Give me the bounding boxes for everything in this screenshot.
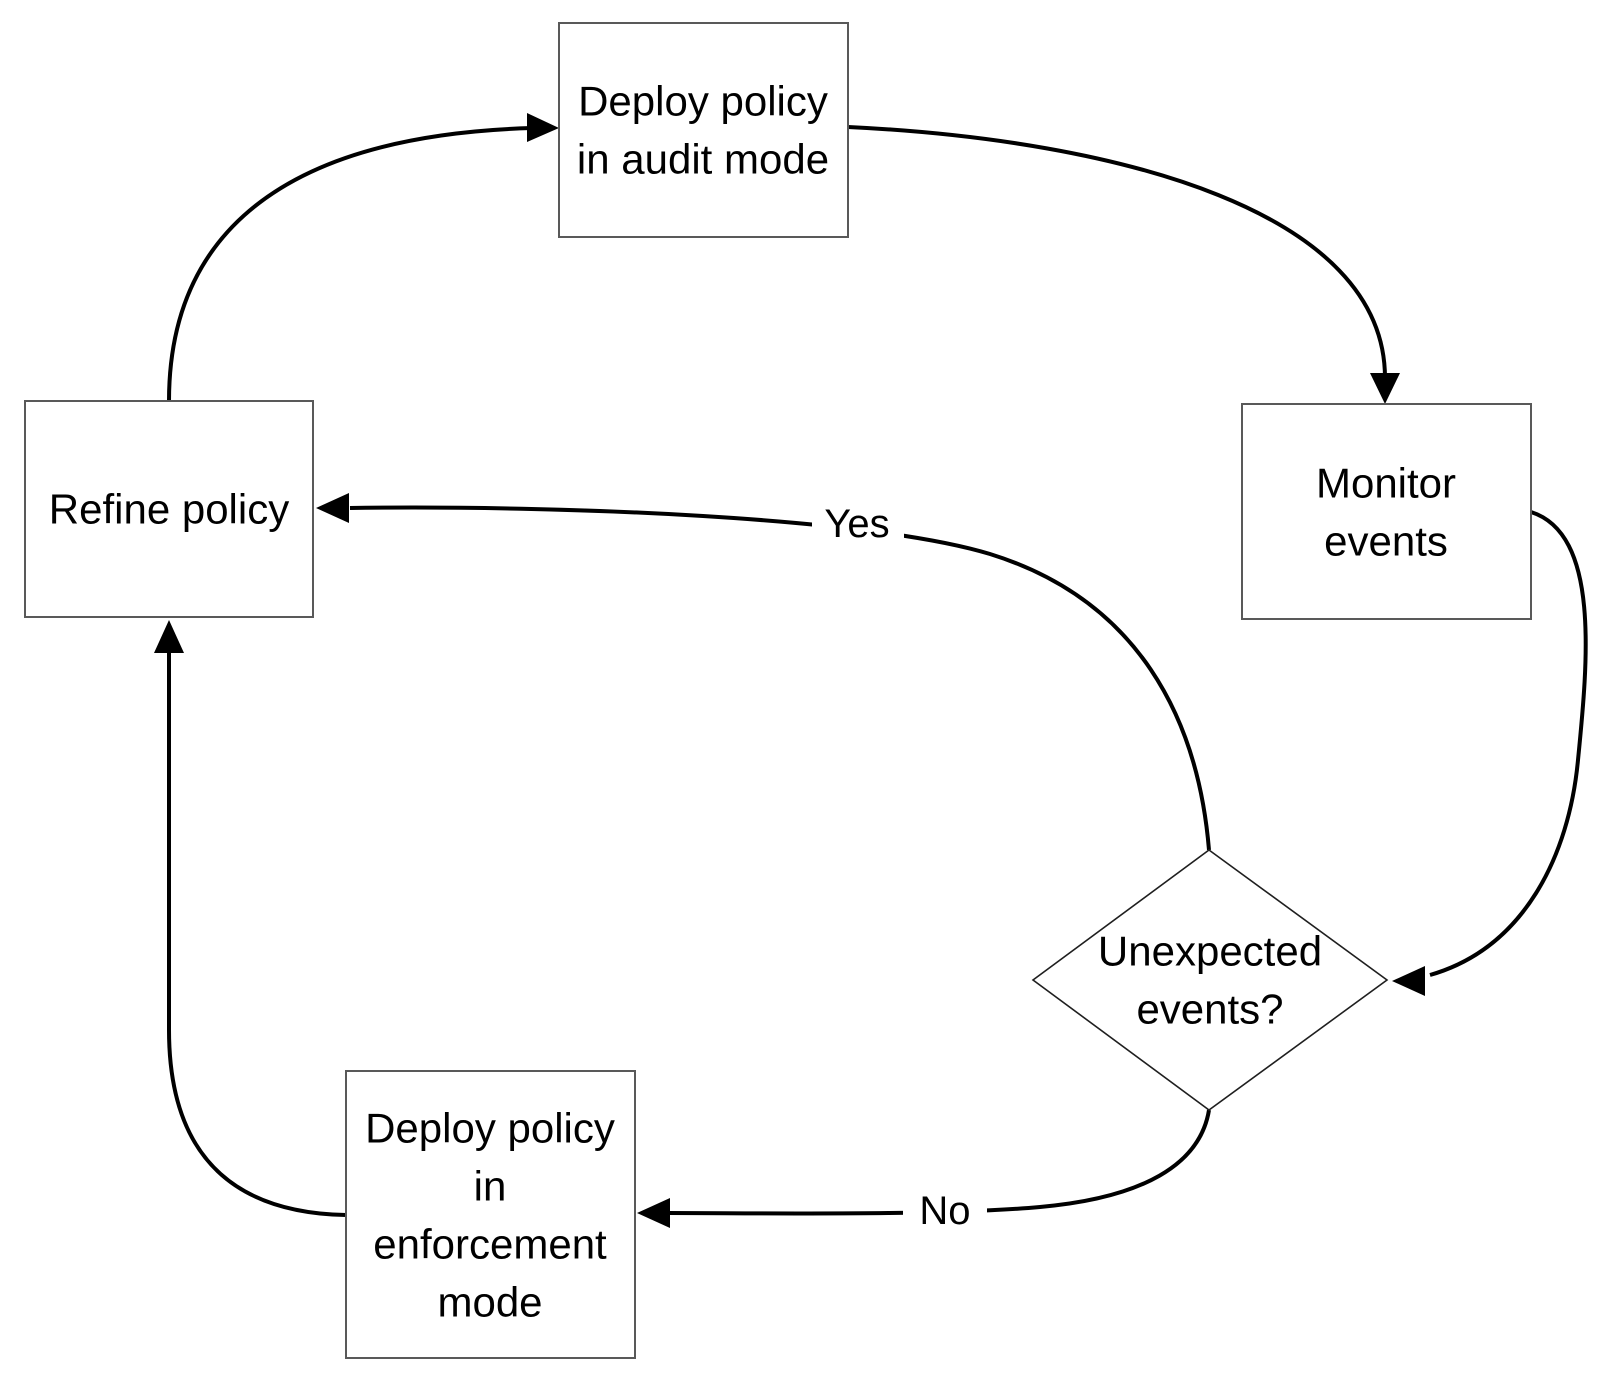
unexpected-events-label-line2: events? — [1136, 986, 1283, 1033]
arrowhead-into-enforce-box — [637, 1198, 670, 1228]
deploy-enforce-box — [345, 1070, 636, 1359]
yes-label: Yes — [824, 502, 889, 546]
monitor-events-label-line1: Monitor — [1316, 460, 1456, 507]
edge-enforce-to-refine — [167, 652, 347, 1217]
edge-audit-to-monitor — [847, 125, 1387, 379]
monitor-events-box — [1241, 403, 1532, 620]
node-deploy-audit: Deploy policy in audit mode — [558, 22, 849, 238]
deploy-enforce-label-line4: mode — [437, 1279, 542, 1326]
no-label: No — [919, 1189, 970, 1233]
deploy-enforce-label-line3: enforcement — [373, 1221, 607, 1268]
unexpected-events-label-line1: Unexpected — [1098, 928, 1322, 975]
node-monitor-events: Monitor events — [1241, 403, 1532, 620]
node-deploy-enforce: Deploy policy in enforcement mode — [345, 1070, 636, 1359]
no-label-mask — [903, 1186, 987, 1236]
edge-decision-no-to-enforce — [667, 1109, 1211, 1216]
arrowhead-into-refine-bottom — [154, 620, 184, 653]
deploy-audit-label-line2: in audit mode — [577, 136, 829, 183]
yes-label-mask — [812, 498, 904, 550]
deploy-audit-box — [558, 22, 849, 238]
edge-monitor-to-decision — [1429, 510, 1588, 977]
arrowhead-into-refine-right — [316, 493, 349, 523]
deploy-enforce-label-line2: in — [474, 1163, 507, 1210]
arrowhead-into-decision — [1392, 966, 1425, 996]
edge-refine-to-audit — [167, 126, 533, 402]
node-unexpected-events-decision: Unexpected events? — [1031, 849, 1389, 1111]
unexpected-events-diamond — [1031, 849, 1389, 1111]
monitor-events-label-line2: events — [1324, 518, 1448, 565]
deploy-audit-label-line1: Deploy policy — [578, 78, 828, 125]
deploy-enforce-label-line1: Deploy policy — [365, 1105, 615, 1152]
edges — [154, 113, 1588, 1228]
node-refine-policy: Refine policy — [24, 400, 314, 618]
arrowhead-into-monitor-box — [1370, 373, 1400, 404]
arrowhead-into-audit-box — [527, 113, 559, 142]
refine-policy-box — [24, 400, 314, 618]
edge-labels: Yes No — [812, 498, 987, 1236]
edge-decision-yes-to-refine — [349, 505, 1211, 851]
refine-policy-label: Refine policy — [49, 486, 289, 533]
